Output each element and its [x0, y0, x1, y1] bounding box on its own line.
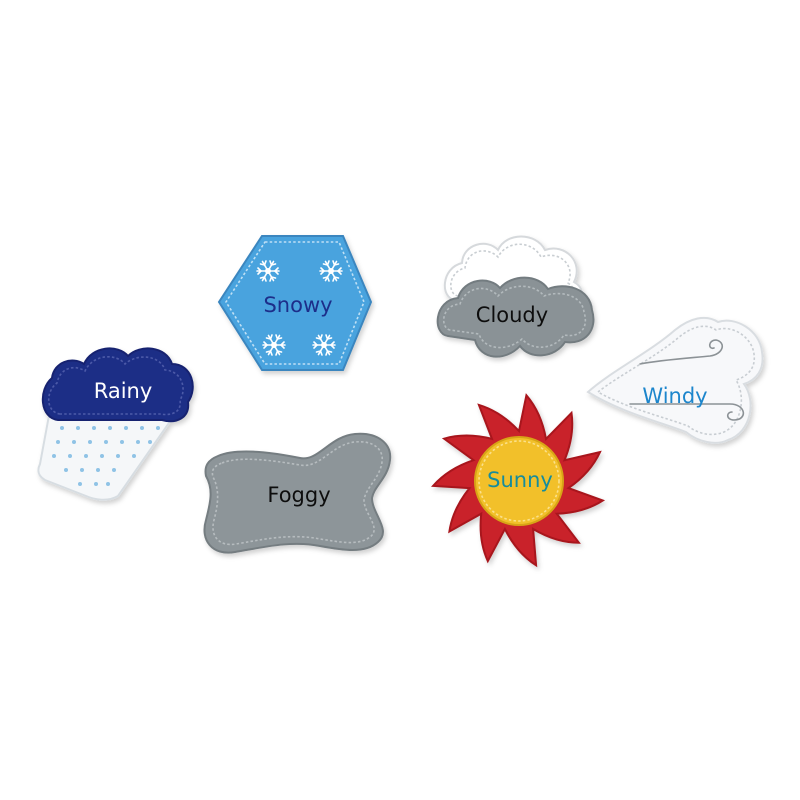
foggy-shape — [203, 432, 392, 554]
raindrops-icon — [52, 426, 160, 486]
cloudy-gray-cloud — [436, 276, 595, 358]
rainy-patch: Rainy — [37, 347, 194, 501]
sunny-label: Sunny — [487, 468, 553, 492]
rainy-label: Rainy — [94, 379, 153, 403]
windy-label: Windy — [642, 384, 707, 408]
sunny-patch: Sunny — [431, 393, 606, 568]
foggy-label: Foggy — [267, 483, 330, 507]
snowy-label: Snowy — [263, 293, 332, 317]
sunny-disc — [474, 436, 564, 526]
snowy-patch: Snowy — [217, 235, 373, 371]
windy-shape — [586, 316, 764, 444]
windy-patch: Windy — [586, 316, 764, 444]
rainy-drops-area — [37, 409, 180, 501]
foggy-patch: Foggy — [203, 432, 392, 554]
cloudy-patch: Cloudy — [436, 235, 595, 358]
wind-swirl-icon — [629, 339, 745, 421]
cloudy-label: Cloudy — [476, 303, 548, 327]
rainy-cloud — [41, 347, 194, 423]
